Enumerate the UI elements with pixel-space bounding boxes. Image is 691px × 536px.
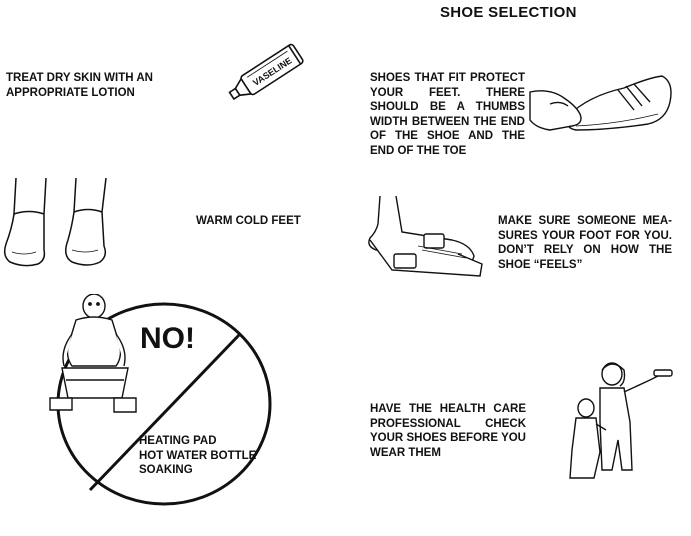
avoid-item: HOT WATER BOTTLE xyxy=(139,449,257,462)
no-label: NO! xyxy=(140,322,195,355)
foot-measuring-device-icon xyxy=(362,194,486,278)
avoid-list: HEATING PAD HOT WATER BOTTLE SOAKING xyxy=(139,434,279,478)
avoid-item: HEATING PAD xyxy=(139,435,217,447)
foot-measure-instruction: MAKE SURE SOMEONE MEA-SURES YOUR FOOT FO… xyxy=(498,215,672,271)
shoe-check-instruction: HAVE THE HEALTH CARE PROFESSIONAL CHECK … xyxy=(370,403,526,459)
warm-feet-instruction: WARM COLD FEET xyxy=(196,215,301,227)
shoe-thumb-check-icon xyxy=(528,68,678,142)
lotion-tube-icon: VASELINE xyxy=(224,36,316,108)
shoe-fit-instruction: SHOES THAT FIT PROTECT YOUR FEET. THERE … xyxy=(370,72,525,157)
page-title: SHOE SELECTION xyxy=(440,4,577,21)
socked-feet-icon xyxy=(2,176,112,276)
avoid-item: SOAKING xyxy=(139,464,193,476)
lotion-instruction: TREAT DRY SKIN WITH AN APPROPRIATE LOTIO… xyxy=(6,72,153,99)
foot-soaking-man-icon xyxy=(42,294,142,418)
health-professional-icon xyxy=(566,360,676,480)
